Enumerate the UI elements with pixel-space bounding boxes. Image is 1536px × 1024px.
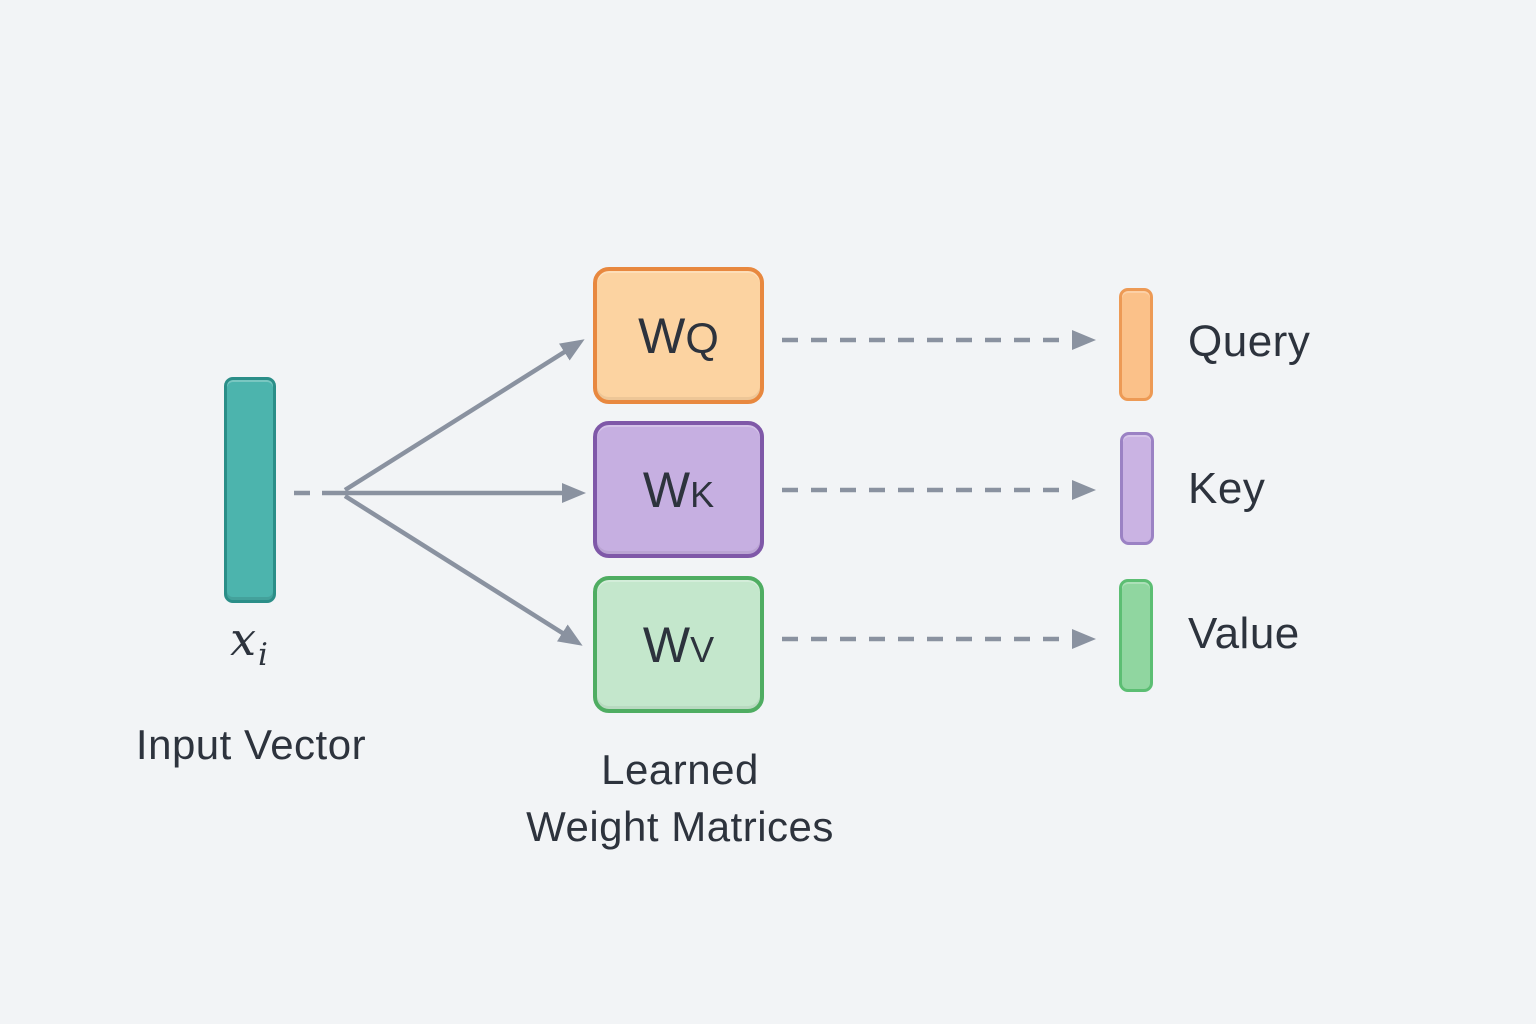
wk-label-main: W bbox=[642, 461, 691, 518]
input-symbol-main: x bbox=[230, 612, 257, 666]
weight-matrices-caption-line1: Learned bbox=[601, 746, 759, 793]
key-label: Key bbox=[1188, 464, 1266, 513]
query-label: Query bbox=[1188, 317, 1311, 366]
weight-matrices-caption: Learned Weight Matrices bbox=[460, 741, 900, 855]
value-label: Value bbox=[1188, 609, 1300, 658]
arrow-input-to-wq bbox=[343, 339, 585, 492]
wv-label: WV bbox=[643, 620, 714, 670]
query-vector-bar bbox=[1119, 288, 1153, 401]
weight-matrix-wv-box: WV bbox=[593, 576, 764, 713]
arrow-input-to-wv bbox=[343, 494, 583, 646]
input-symbol-subscript: i bbox=[258, 637, 268, 673]
wv-label-main: W bbox=[642, 616, 691, 673]
weight-matrices-caption-line2: Weight Matrices bbox=[526, 803, 834, 850]
input-vector-symbol: xi bbox=[194, 612, 304, 673]
weight-matrix-wq-box: WQ bbox=[593, 267, 764, 404]
weight-matrix-wk-box: WK bbox=[593, 421, 764, 558]
key-vector-bar bbox=[1120, 432, 1154, 545]
input-vector-caption: Input Vector bbox=[135, 721, 367, 768]
wk-label: WK bbox=[643, 465, 714, 515]
value-vector-bar bbox=[1119, 579, 1153, 692]
wq-label: WQ bbox=[638, 311, 719, 361]
wk-label-sub: K bbox=[690, 473, 715, 515]
wq-label-main: W bbox=[638, 307, 686, 364]
input-vector-bar bbox=[224, 377, 276, 603]
wv-label-sub: V bbox=[690, 628, 715, 670]
wq-label-sub: Q bbox=[685, 314, 719, 363]
